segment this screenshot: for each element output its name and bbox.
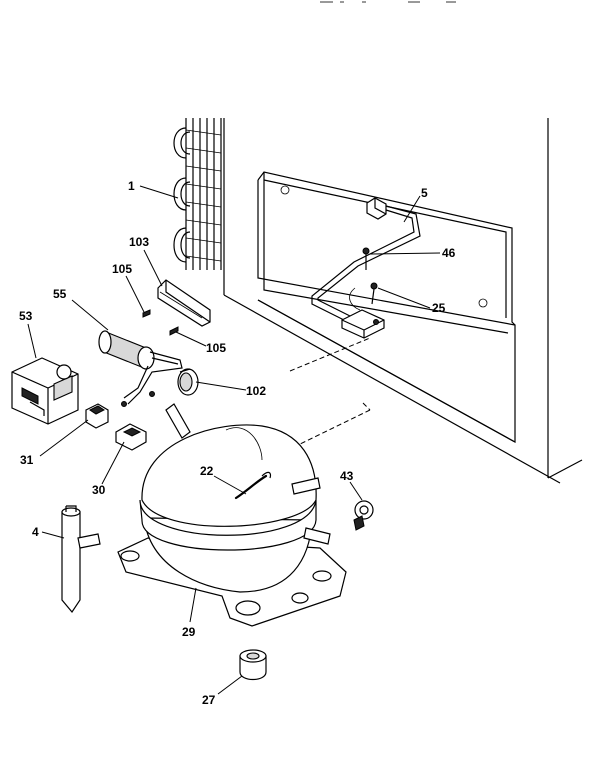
callout-30: 30: [92, 483, 106, 497]
screw-upper: [142, 309, 151, 318]
callout-43: 43: [340, 469, 354, 483]
callout-4: 4: [32, 525, 39, 539]
callout-29: 29: [182, 625, 196, 639]
callout-1: 1: [128, 179, 135, 193]
cabinet-outline: [223, 118, 583, 484]
callout-27: 27: [202, 693, 216, 707]
callout-25: 25: [432, 301, 446, 315]
leader-lines: [27, 185, 441, 695]
screw-46: [362, 247, 370, 270]
capacitor: [98, 330, 183, 407]
callout-105-upper: 105: [112, 262, 132, 276]
relay: [11, 357, 79, 425]
callout-5: 5: [421, 186, 428, 200]
terminal-block: [341, 309, 385, 339]
callout-31: 31: [20, 453, 34, 467]
callout-46: 46: [442, 246, 456, 260]
screw-lower: [169, 326, 179, 336]
bracket-part: [157, 279, 211, 327]
connector-31: [85, 403, 109, 429]
filter-drier: [61, 505, 101, 614]
screw-25: [370, 282, 378, 305]
callout-22: 22: [200, 464, 214, 478]
condenser-coil: [173, 118, 222, 270]
callout-103: 103: [129, 235, 149, 249]
overload-protector: [177, 368, 199, 396]
callout-55: 55: [53, 287, 67, 301]
grommet: [353, 500, 374, 531]
callout-102: 102: [246, 384, 266, 398]
wire-harness: [311, 197, 421, 323]
clip-30: [115, 423, 147, 451]
compressor: [117, 403, 347, 627]
callout-53: 53: [19, 309, 33, 323]
rubber-grommet: [239, 649, 267, 681]
callout-105-lower: 105: [206, 341, 226, 355]
